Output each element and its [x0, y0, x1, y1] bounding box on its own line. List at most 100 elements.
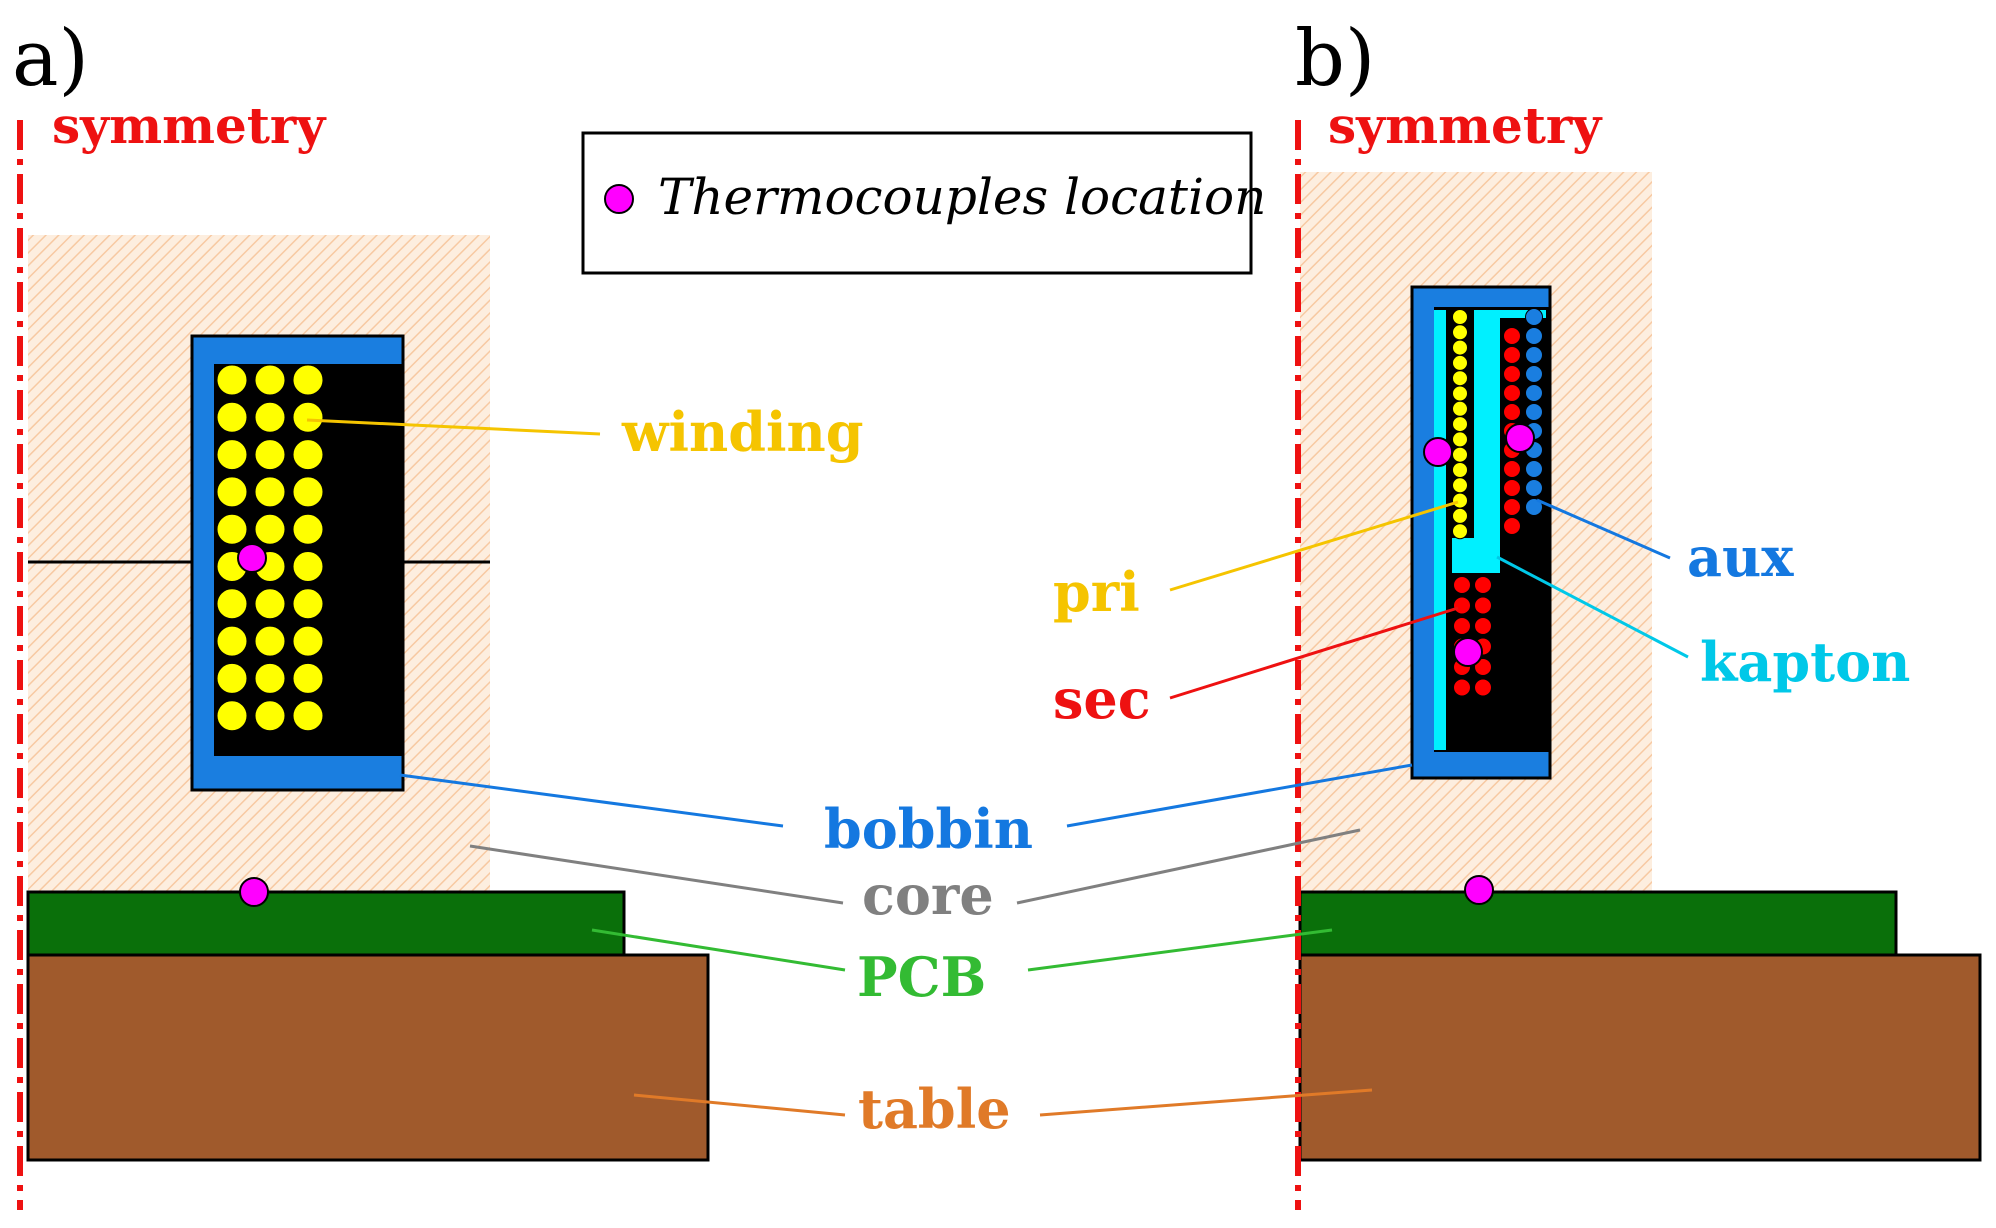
core-leader-b — [1016, 828, 1361, 905]
bobbin-leader-a — [399, 773, 784, 828]
component-labels: winding bobbin core PCB table pri sec au… — [621, 400, 1910, 1141]
auxiliary-conductor — [1525, 498, 1543, 516]
kapton-layer — [1452, 538, 1474, 573]
primary-conductor — [1452, 477, 1468, 494]
secondary-conductor — [1453, 617, 1471, 635]
secondary-conductor — [1474, 617, 1492, 635]
table-b — [1298, 953, 1982, 1162]
aux-label: aux — [1687, 525, 1794, 589]
pri-leader — [1169, 500, 1459, 592]
primary-conductor — [1452, 370, 1468, 387]
panel-a-label: a) — [12, 14, 89, 104]
auxiliary-conductor — [1525, 384, 1543, 402]
kapton-layer — [1500, 310, 1546, 318]
thermocouple-marker — [1453, 637, 1483, 667]
thermocouple-marker — [1423, 437, 1453, 467]
winding-conductor — [216, 364, 248, 396]
primary-conductor — [1452, 507, 1468, 524]
winding-conductor — [292, 476, 324, 508]
secondary-conductor — [1474, 576, 1492, 594]
kapton-leader — [1496, 555, 1689, 659]
auxiliary-conductor — [1525, 365, 1543, 383]
winding-conductor — [292, 625, 324, 657]
primary-conductor — [1452, 523, 1468, 540]
primary-conductor — [1452, 339, 1468, 356]
table-leader-b — [1039, 1088, 1373, 1117]
winding-conductor — [254, 662, 286, 694]
sec-leader — [1169, 606, 1459, 700]
primary-conductor — [1452, 324, 1468, 341]
secondary-conductor — [1503, 403, 1521, 421]
winding-conductors-a — [216, 364, 324, 732]
core-leader-a — [469, 844, 844, 905]
sec-label: sec — [1053, 667, 1151, 731]
bobbin-label: bobbin — [824, 797, 1033, 861]
winding-conductor — [254, 401, 286, 433]
table-label: table — [858, 1077, 1011, 1141]
winding-conductor — [292, 551, 324, 582]
auxiliary-conductor — [1525, 327, 1543, 345]
winding-conductor — [216, 700, 248, 732]
pcb-leader-a — [591, 928, 846, 972]
thermocouple-marker — [1464, 875, 1494, 905]
kapton-layer — [1434, 310, 1446, 750]
winding-conductor — [292, 439, 324, 471]
winding-conductor — [292, 662, 324, 694]
winding-conductor — [254, 700, 286, 732]
symmetry-label-b: symmetry — [1328, 96, 1603, 155]
pri-label: pri — [1053, 560, 1140, 624]
secondary-conductor — [1474, 658, 1492, 676]
winding-conductor — [254, 588, 286, 620]
panel-a: a) symmetry — [12, 14, 710, 1210]
secondary-conductor — [1503, 460, 1521, 478]
auxiliary-conductor — [1525, 479, 1543, 497]
winding-conductor — [254, 364, 286, 396]
legend-thermocouple-marker — [604, 184, 634, 214]
legend-text: Thermocouples location — [658, 168, 1266, 226]
secondary-conductor — [1474, 596, 1492, 615]
primary-conductor — [1452, 354, 1468, 371]
secondary-conductor — [1503, 384, 1521, 402]
winding-conductor — [292, 700, 324, 732]
winding-conductor — [216, 401, 248, 433]
winding-conductor — [254, 513, 286, 545]
legend-box — [581, 131, 1253, 275]
winding-conductor — [254, 625, 286, 657]
primary-conductor — [1452, 446, 1468, 463]
panel-b-label: b) — [1295, 14, 1375, 104]
auxiliary-conductor — [1525, 308, 1543, 326]
legend: Thermocouples location — [581, 131, 1266, 275]
auxiliary-conductor — [1525, 403, 1543, 421]
winding-conductor — [292, 513, 324, 545]
pcb-a — [26, 890, 626, 957]
thermocouple-marker — [237, 543, 267, 573]
bobbin-leader-b — [1066, 763, 1413, 828]
secondary-conductor — [1503, 365, 1521, 383]
thermocouple-marker — [1505, 423, 1535, 453]
leader-lines — [306, 418, 1689, 1117]
winding-conductor — [292, 588, 324, 620]
kapton-layer — [1474, 310, 1500, 573]
winding-conductor — [254, 476, 286, 508]
pcb-leader-b — [1027, 928, 1333, 972]
table-a — [26, 953, 710, 1162]
aux-leader — [1536, 498, 1671, 560]
primary-conductor — [1452, 416, 1468, 433]
winding-conductor — [216, 513, 248, 545]
panel-b: b) symmetry — [1295, 14, 1982, 1210]
primary-conductor — [1452, 385, 1468, 402]
winding-conductor — [216, 439, 248, 471]
winding-conductor — [292, 364, 324, 396]
secondary-conductor — [1453, 576, 1471, 594]
symmetry-label-a: symmetry — [52, 96, 327, 155]
secondary-conductor — [1503, 346, 1521, 364]
secondary-conductor — [1503, 327, 1521, 345]
primary-conductor — [1452, 400, 1468, 417]
auxiliary-conductor — [1525, 346, 1543, 364]
primary-conductor — [1452, 431, 1468, 448]
winding-leader — [306, 418, 601, 436]
secondary-conductor — [1474, 678, 1492, 697]
pcb-label: PCB — [857, 945, 986, 1009]
winding-conductor — [216, 476, 248, 508]
